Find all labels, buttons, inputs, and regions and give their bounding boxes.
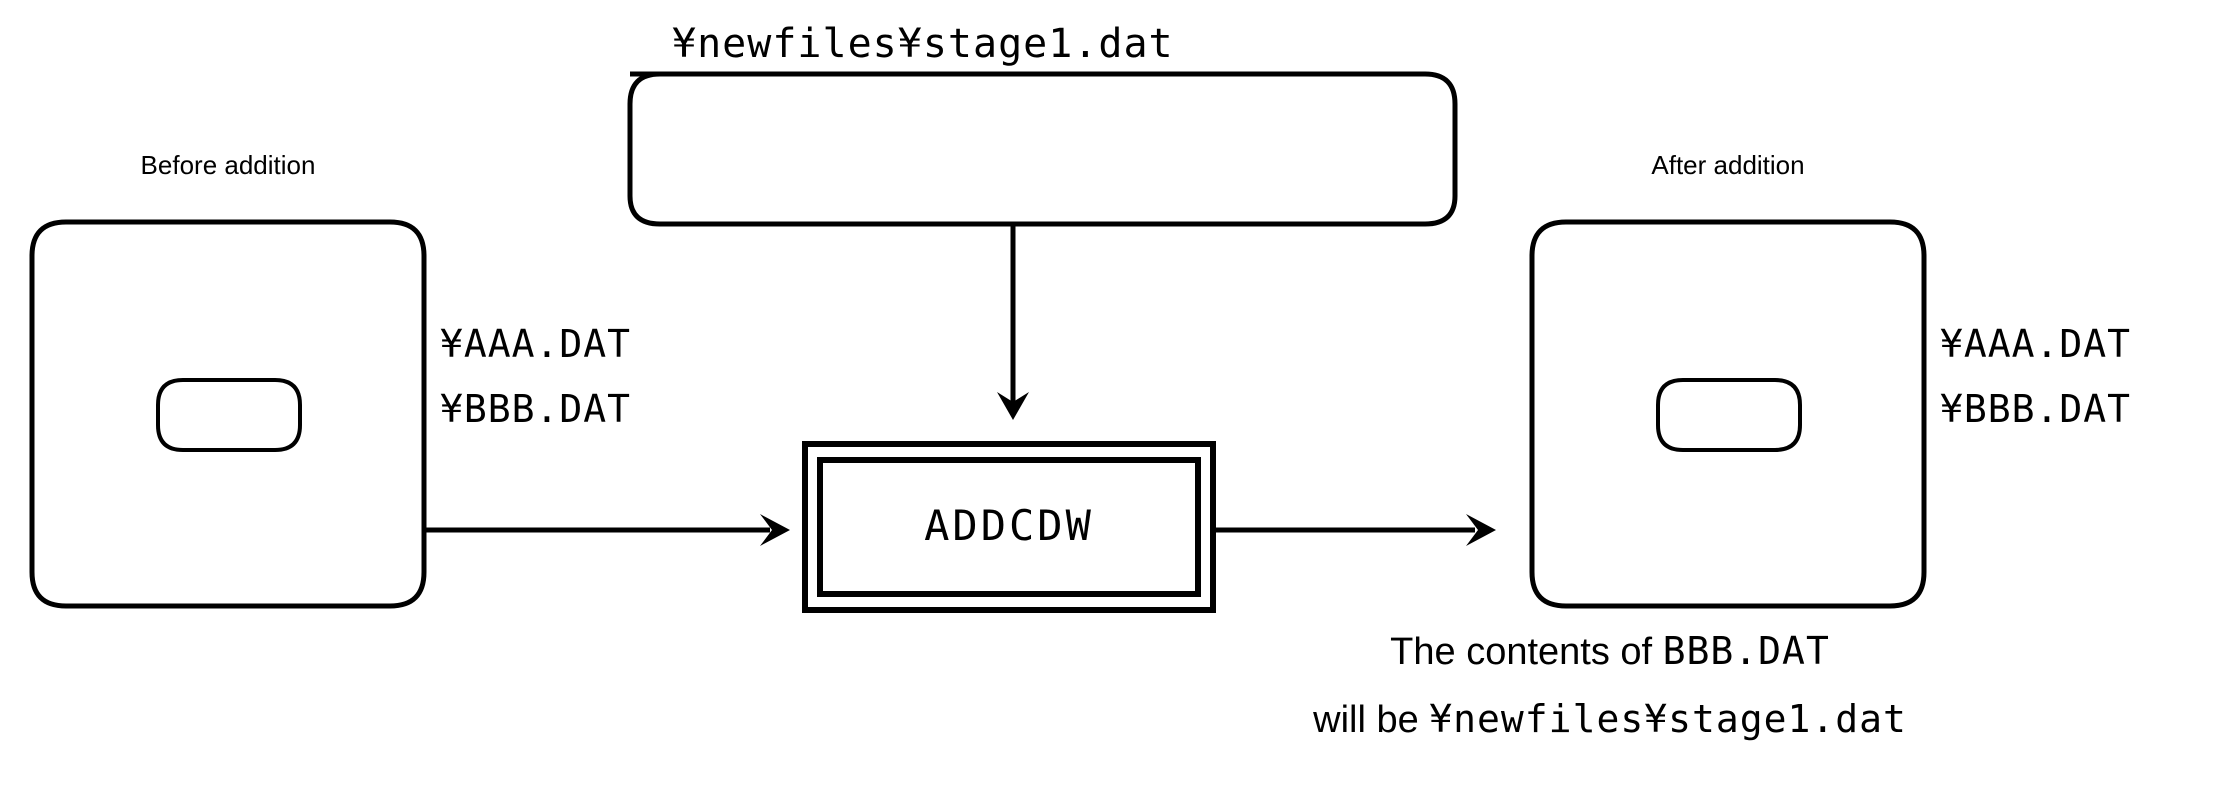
after-addition-caption: After addition <box>1651 150 1805 180</box>
top-callout-balloon <box>627 71 1458 227</box>
after-file-item-0: ¥AAA.DAT <box>1940 322 2132 366</box>
note-line-1: The contents of BBB.DAT <box>1080 632 2140 671</box>
process-box-inner <box>817 457 1201 597</box>
before-addition-caption: Before addition <box>140 150 316 180</box>
before-file-item-0: ¥AAA.DAT <box>440 322 632 366</box>
note-line-2-prefix: will be <box>1313 699 1430 741</box>
process-box-outer <box>802 441 1216 613</box>
note-line-2: will be ¥newfiles¥stage1.dat <box>1080 700 2140 739</box>
top-callout-path-label: ¥newfiles¥stage1.dat <box>672 21 1174 67</box>
after-arrowhead <box>1466 514 1496 546</box>
note-line-1-mono: BBB.DAT <box>1662 629 1830 673</box>
after-storage-shape <box>1529 219 1927 609</box>
process-box-label: ADDCDW <box>924 501 1094 550</box>
before-file-item-1: ¥BBB.DAT <box>440 387 632 431</box>
callout-arrowhead <box>997 392 1029 420</box>
note-line-1-prefix: The contents of <box>1390 631 1663 673</box>
before-storage-shape <box>29 219 427 609</box>
before-arrowhead <box>760 514 790 546</box>
note-line-2-mono: ¥newfiles¥stage1.dat <box>1429 697 1907 741</box>
after-file-item-1: ¥BBB.DAT <box>1940 387 2132 431</box>
